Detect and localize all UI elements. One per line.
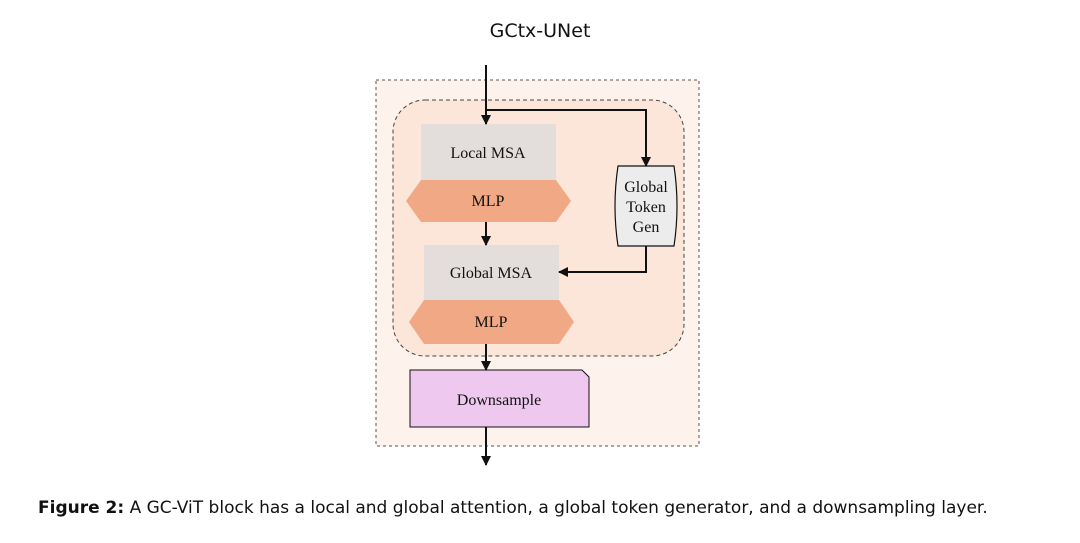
mlp-node-2: MLP bbox=[409, 300, 574, 344]
global-token-gen-node: Global Token Gen bbox=[614, 165, 678, 247]
figure-caption-label: Figure 2: bbox=[38, 498, 125, 518]
global-msa-label: Global MSA bbox=[450, 265, 533, 282]
diagram-title: GCtx-UNet bbox=[489, 20, 591, 42]
global-token-gen-label-line1: Global bbox=[624, 179, 668, 196]
mlp-label-2: MLP bbox=[475, 314, 508, 331]
mlp-label-1: MLP bbox=[472, 193, 505, 210]
global-msa-node: Global MSA bbox=[424, 245, 559, 300]
connectors bbox=[481, 65, 651, 466]
downsample-label: Downsample bbox=[457, 392, 541, 409]
global-token-gen-label-line2: Token bbox=[626, 199, 666, 216]
connector-branch-to-token-gen bbox=[486, 109, 651, 167]
local-msa-label: Local MSA bbox=[450, 145, 526, 162]
mlp-node-1: MLP bbox=[406, 180, 571, 222]
arrow-token-gen-to-global-msa bbox=[558, 246, 647, 277]
figure-caption: Figure 2: A GC-ViT block has a local and… bbox=[38, 498, 1058, 518]
global-token-gen-label-line3: Gen bbox=[633, 219, 660, 236]
local-msa-node: Local MSA bbox=[421, 124, 556, 180]
downsample-node: Downsample bbox=[409, 369, 590, 428]
figure-caption-text: A GC-ViT block has a local and global at… bbox=[129, 498, 988, 518]
